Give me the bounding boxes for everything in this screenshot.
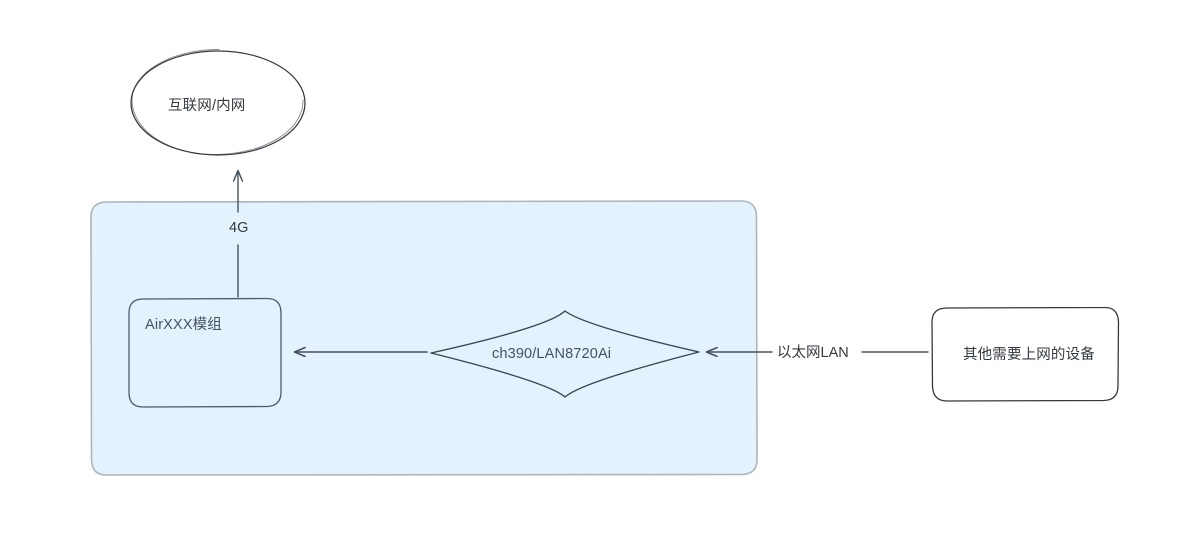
edge-label-4g: 4G <box>229 220 249 236</box>
other-devices-node[interactable] <box>931 306 1120 402</box>
air-module-label: AirXXX模组 <box>145 317 222 333</box>
ethernet-phy-label: ch390/LAN8720Ai <box>492 346 612 362</box>
internet-label: 互联网/内网 <box>168 98 246 114</box>
internet-ellipse[interactable] <box>130 49 306 156</box>
ethernet-phy-node[interactable] <box>430 310 700 398</box>
edge-label-ethernet-lan: 以太网LAN <box>777 345 849 361</box>
device-container[interactable] <box>90 200 758 476</box>
other-devices-label: 其他需要上网的设备 <box>963 347 1095 363</box>
air-module-node[interactable] <box>128 297 282 408</box>
